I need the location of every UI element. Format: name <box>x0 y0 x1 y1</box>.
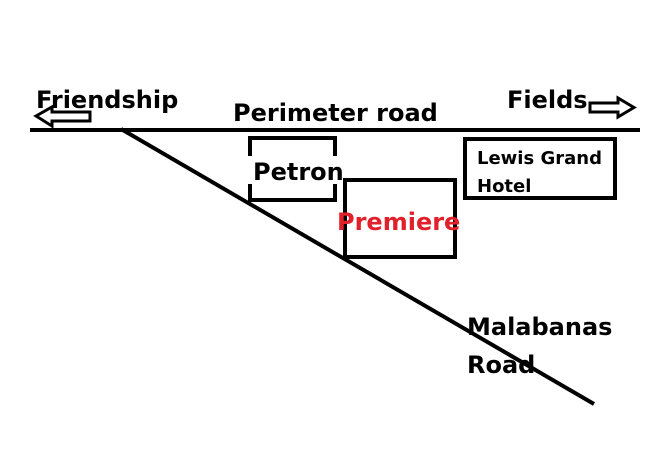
malabanas-road-label-line2: Road <box>467 351 535 379</box>
left-arrow-icon <box>33 104 92 129</box>
friendship-label: Friendship <box>36 86 178 114</box>
fields-label: Fields <box>507 86 588 114</box>
malabanas-road-label-line1: Malabanas <box>467 313 612 341</box>
malabanas-road-line <box>119 127 596 406</box>
petron-box <box>248 136 337 202</box>
perimeter-road-label: Perimeter road <box>233 99 438 127</box>
premiere-box <box>343 178 457 259</box>
premiere-label: Premiere <box>337 208 460 236</box>
right-arrow-icon <box>588 95 637 120</box>
lewis-grand-label-line1: Lewis Grand <box>477 148 602 169</box>
petron-label: Petron <box>253 158 344 186</box>
lewis-grand-label-line2: Hotel <box>477 176 531 197</box>
lewis-grand-hotel-box <box>463 137 617 200</box>
